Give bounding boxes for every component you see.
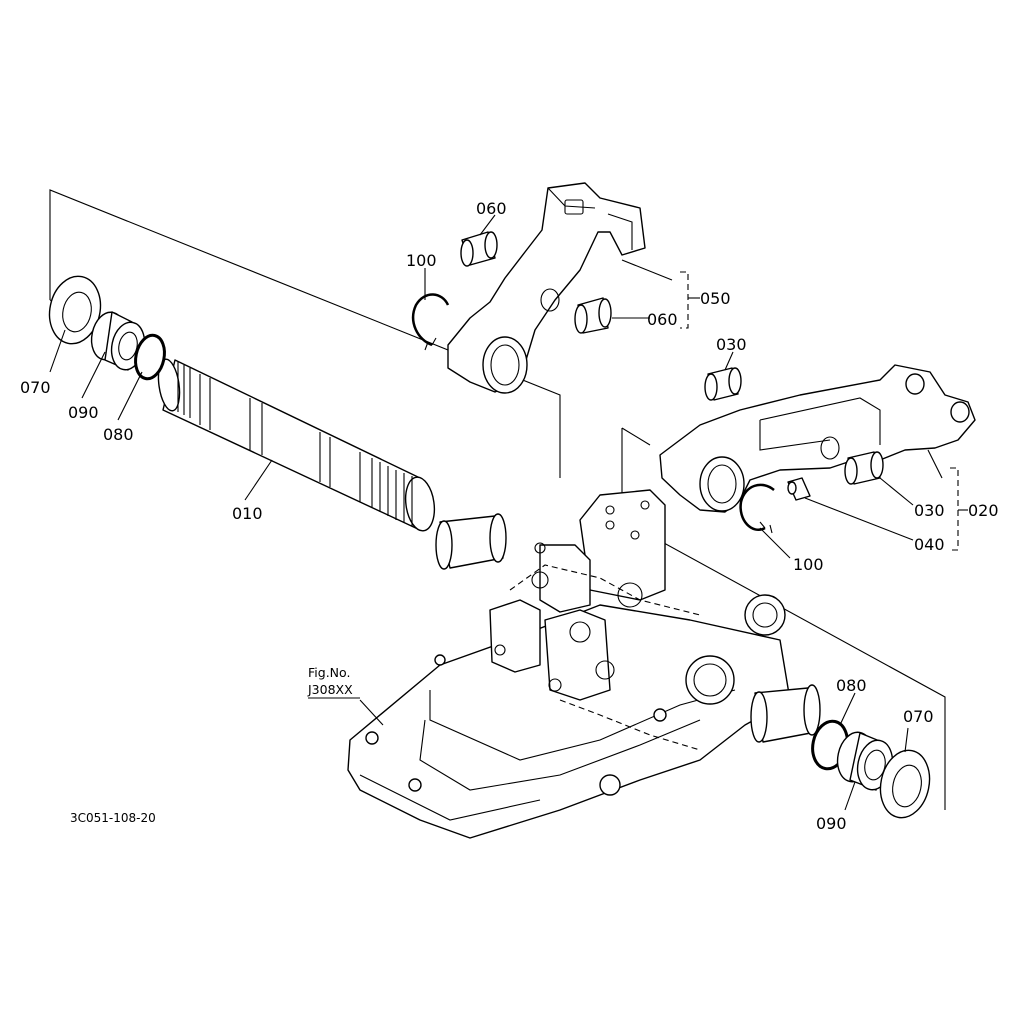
callout-040: 040	[914, 535, 945, 554]
callout-030-top: 030	[716, 335, 747, 354]
callout-070-right: 070	[903, 707, 934, 726]
figure-reference-number: J308XX	[307, 682, 353, 697]
callout-080-left: 080	[103, 425, 134, 444]
arm-bushing-bottom	[844, 451, 884, 485]
callout-080-right: 080	[836, 676, 867, 695]
lift-arm-left	[447, 182, 646, 394]
hydraulic-housing	[347, 489, 791, 839]
callout-030-bottom: 030	[914, 501, 945, 520]
snap-ring-lower	[739, 483, 775, 534]
oil-seal-right	[836, 731, 894, 791]
callout-070-left: 070	[20, 378, 51, 397]
callout-050: 050	[700, 289, 731, 308]
callout-060-lower: 060	[647, 310, 678, 329]
lift-arm-right	[659, 364, 976, 513]
o-ring-left	[134, 333, 166, 381]
drawing-code: 3C051-108-20	[70, 811, 156, 825]
callout-090-right: 090	[816, 814, 847, 833]
shaft-bushing-right	[750, 684, 821, 743]
thrust-collar-left	[48, 275, 102, 345]
arm-bushing-lower	[574, 297, 612, 334]
arm-bushing-top	[704, 367, 742, 401]
leader-lines	[49, 214, 968, 811]
snap-ring-upper	[411, 293, 450, 351]
thrust-collar-right	[879, 749, 931, 819]
arm-bushing-upper	[460, 231, 498, 267]
callout-100-lower: 100	[793, 555, 824, 574]
callout-090-left: 090	[68, 403, 99, 422]
figure-reference-label: Fig.No.	[308, 665, 350, 680]
lift-shaft	[157, 358, 436, 532]
spring-pin	[787, 477, 811, 501]
callout-060-upper: 060	[476, 199, 507, 218]
shaft-bushing-left	[435, 513, 507, 570]
callout-020: 020	[968, 501, 999, 520]
callout-100-upper: 100	[406, 251, 437, 270]
callout-010: 010	[232, 504, 263, 523]
